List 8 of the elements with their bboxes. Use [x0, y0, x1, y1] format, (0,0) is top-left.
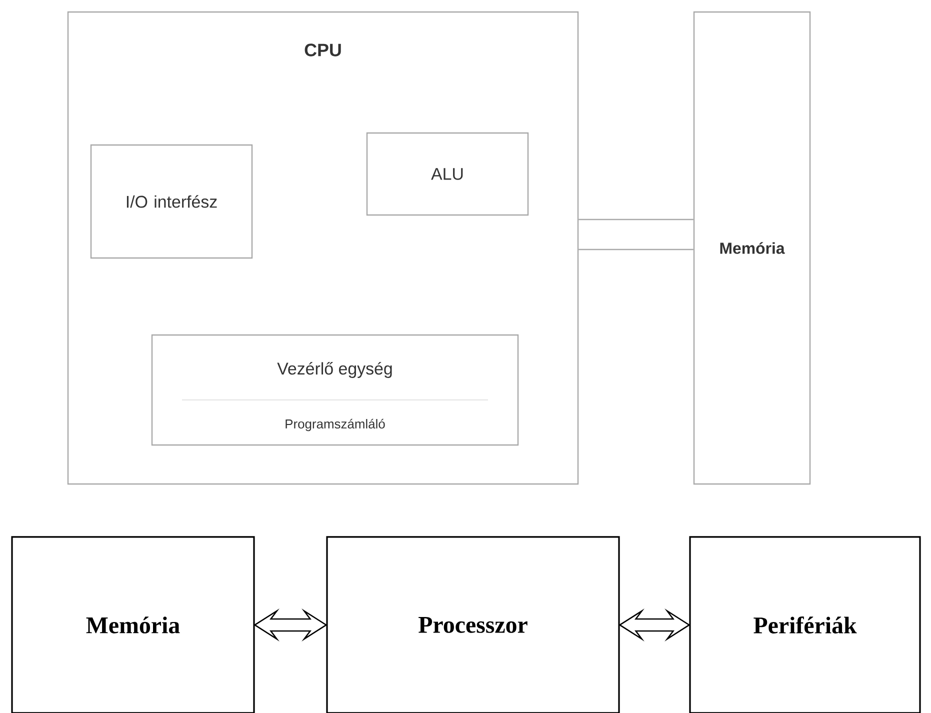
block-box: Memória	[693, 11, 811, 485]
control-unit-box: Vezérlő egység Programszámláló	[151, 334, 519, 446]
block-box: Memória	[11, 536, 255, 713]
block-box: ALU	[366, 132, 529, 216]
block-box: Perifériák	[689, 536, 921, 713]
block-box: Processzor	[326, 536, 620, 713]
block-box: I/O interfész	[90, 144, 253, 259]
bus-line	[578, 218, 694, 250]
